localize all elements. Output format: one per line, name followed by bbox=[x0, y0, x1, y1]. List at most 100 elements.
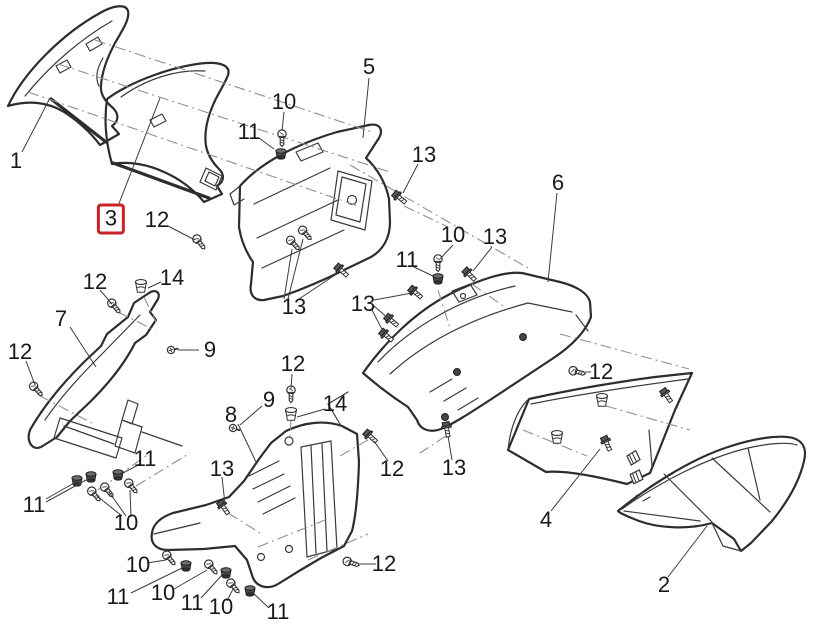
leader-line bbox=[25, 360, 36, 386]
grommet-fastener-icon bbox=[134, 279, 148, 293]
guide-line bbox=[307, 533, 369, 561]
part-callout-2[interactable]: 2 bbox=[657, 572, 671, 597]
leader-line bbox=[167, 225, 196, 241]
part-callout-8[interactable]: 8 bbox=[224, 402, 238, 427]
part-callout-12[interactable]: 12 bbox=[144, 207, 170, 232]
leader-line bbox=[447, 435, 453, 461]
leader-line bbox=[99, 289, 113, 305]
guide-line bbox=[57, 63, 391, 173]
leader-line bbox=[129, 489, 132, 518]
leader-line bbox=[21, 97, 51, 153]
nut-fastener-icon bbox=[180, 560, 192, 572]
part-callout-13[interactable]: 13 bbox=[411, 142, 437, 167]
part-callout-12[interactable]: 12 bbox=[371, 551, 397, 576]
part-5-front-bracket bbox=[229, 123, 392, 302]
guide-line bbox=[403, 205, 449, 228]
leader-line bbox=[373, 440, 389, 462]
part-callout-11[interactable]: 11 bbox=[180, 590, 204, 615]
part-callout-13[interactable]: 13 bbox=[482, 224, 508, 249]
nut-fastener-icon bbox=[432, 273, 444, 285]
leader-line bbox=[258, 137, 275, 150]
leader-line bbox=[667, 525, 708, 578]
part-callout-12[interactable]: 12 bbox=[7, 339, 33, 364]
guide-line bbox=[419, 435, 447, 454]
leader-line bbox=[550, 448, 601, 512]
guide-line bbox=[94, 39, 373, 133]
leader-line bbox=[362, 77, 370, 139]
leader-line bbox=[237, 423, 258, 465]
button-fastener-icon bbox=[165, 342, 180, 357]
part-callout-9[interactable]: 9 bbox=[203, 337, 217, 362]
part-callout-3-highlighted[interactable]: 3 bbox=[96, 203, 126, 235]
part-callout-11[interactable]: 11 bbox=[395, 247, 419, 272]
leader-line bbox=[371, 309, 385, 334]
part-callout-13[interactable]: 13 bbox=[209, 456, 235, 481]
part-callout-11[interactable]: 11 bbox=[133, 446, 157, 471]
part-callout-13[interactable]: 13 bbox=[350, 291, 376, 316]
grommet-fastener-icon bbox=[550, 430, 564, 444]
leader-line bbox=[295, 272, 339, 302]
part-7-support-bracket bbox=[27, 290, 183, 459]
screw-fastener-icon bbox=[224, 576, 243, 597]
part-callout-10[interactable]: 10 bbox=[150, 580, 176, 605]
screw-fastener-icon bbox=[98, 480, 117, 501]
guide-line bbox=[257, 517, 331, 548]
part-callout-9[interactable]: 9 bbox=[262, 387, 276, 412]
part-callout-14[interactable]: 14 bbox=[322, 391, 348, 416]
leader-line bbox=[221, 476, 226, 505]
leader-line bbox=[45, 482, 75, 500]
screw-fastener-icon bbox=[27, 379, 46, 399]
leader-line bbox=[251, 591, 270, 609]
guide-line bbox=[522, 429, 588, 457]
screw-fastener-icon bbox=[341, 555, 362, 570]
part-callout-5[interactable]: 5 bbox=[362, 54, 376, 79]
part-callout-12[interactable]: 12 bbox=[280, 351, 306, 376]
leader-line bbox=[96, 495, 123, 517]
part-callout-1[interactable]: 1 bbox=[9, 148, 23, 173]
part-callout-6[interactable]: 6 bbox=[551, 170, 565, 195]
part-callout-11[interactable]: 11 bbox=[237, 119, 261, 144]
part-callout-12[interactable]: 12 bbox=[82, 269, 108, 294]
part-callout-14[interactable]: 14 bbox=[159, 265, 185, 290]
bolt-fastener-icon bbox=[598, 434, 615, 453]
part-callout-12[interactable]: 12 bbox=[588, 359, 614, 384]
parts-layer bbox=[6, 5, 807, 589]
screw-fastener-icon bbox=[160, 548, 179, 569]
part-callout-11[interactable]: 11 bbox=[266, 599, 290, 624]
leader-line bbox=[373, 305, 390, 320]
screw-fastener-icon bbox=[122, 476, 141, 497]
leader-line bbox=[283, 248, 293, 300]
leader-line bbox=[439, 244, 454, 260]
screw-fastener-icon bbox=[296, 223, 315, 243]
part-callout-11[interactable]: 11 bbox=[22, 492, 46, 517]
bolt-fastener-icon bbox=[460, 265, 479, 284]
part-callout-11[interactable]: 11 bbox=[106, 584, 130, 609]
part-callout-4[interactable]: 4 bbox=[539, 507, 553, 532]
leader-line bbox=[200, 574, 223, 599]
part-callout-10[interactable]: 10 bbox=[113, 510, 139, 535]
guide-line bbox=[143, 296, 157, 323]
part-callout-12[interactable]: 12 bbox=[379, 456, 405, 481]
part-callout-13[interactable]: 13 bbox=[441, 455, 467, 480]
part-callout-10[interactable]: 10 bbox=[125, 552, 151, 577]
bolt-fastener-icon bbox=[406, 283, 425, 302]
guide-line bbox=[471, 283, 507, 309]
guide-line bbox=[605, 405, 691, 431]
leader-line bbox=[226, 588, 234, 602]
guide-line bbox=[289, 419, 292, 438]
part-callout-13[interactable]: 13 bbox=[281, 294, 307, 319]
alignment-guide-lines bbox=[27, 39, 691, 561]
part-callout-10[interactable]: 10 bbox=[440, 222, 466, 247]
leader-line bbox=[117, 97, 161, 207]
guide-line bbox=[117, 311, 157, 332]
part-callout-10[interactable]: 10 bbox=[271, 89, 297, 114]
part-callout-7[interactable]: 7 bbox=[54, 306, 68, 331]
leader-line bbox=[173, 569, 208, 590]
leader-line bbox=[413, 266, 434, 277]
leader-line bbox=[547, 192, 558, 283]
part-callout-10[interactable]: 10 bbox=[208, 594, 234, 619]
leader-line bbox=[402, 163, 419, 194]
leader-line bbox=[130, 567, 183, 594]
